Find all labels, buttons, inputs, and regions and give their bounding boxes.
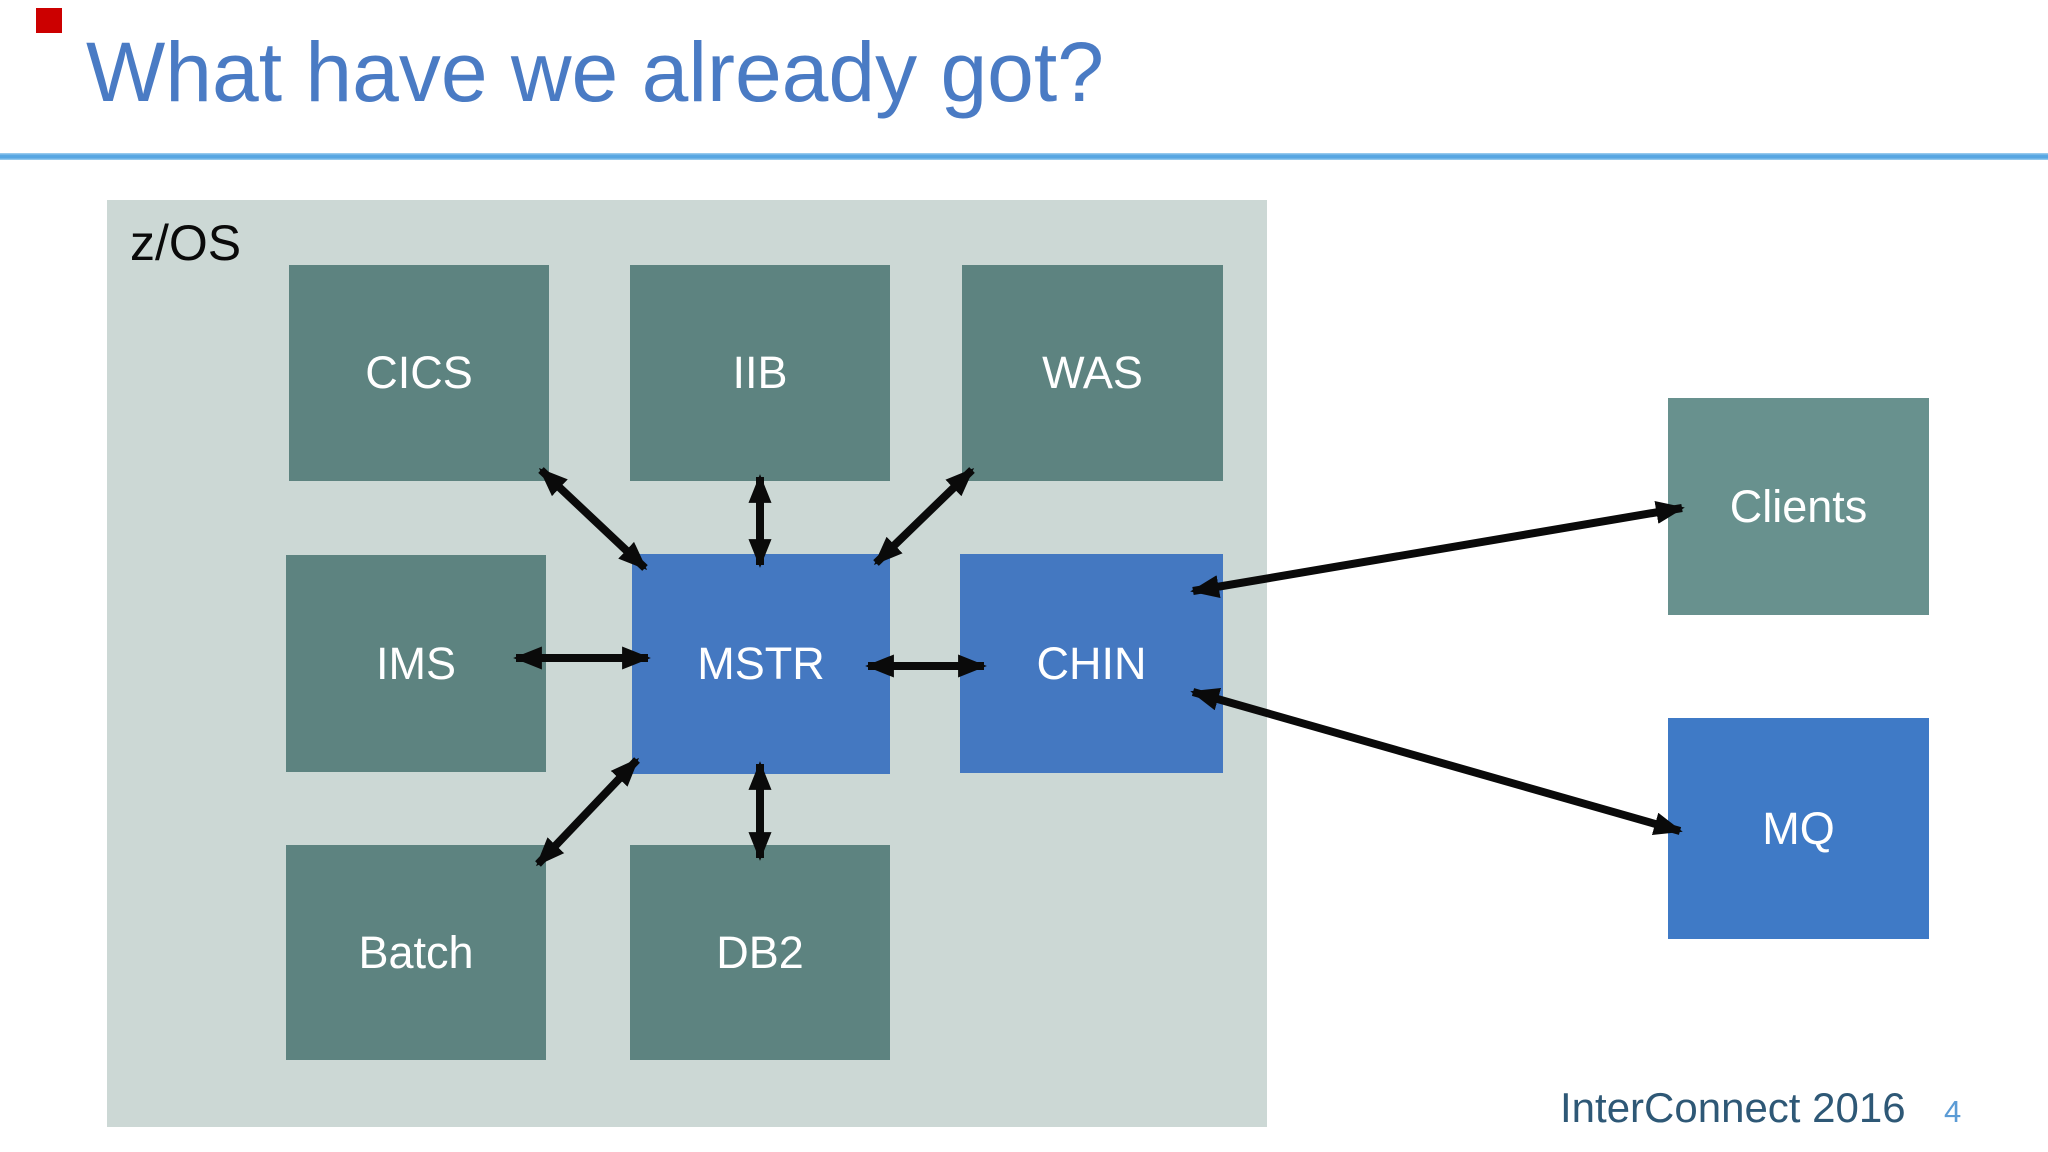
node-was: WAS bbox=[962, 265, 1223, 481]
node-clients: Clients bbox=[1668, 398, 1929, 615]
node-db2: DB2 bbox=[630, 845, 890, 1060]
node-clients-label: Clients bbox=[1729, 480, 1868, 532]
node-cics-label: CICS bbox=[365, 347, 473, 398]
footer-conference: InterConnect 2016 bbox=[1560, 1084, 1906, 1131]
node-iib-label: IIB bbox=[732, 347, 788, 398]
node-cics: CICS bbox=[289, 265, 549, 481]
title-underline bbox=[0, 153, 2048, 160]
node-chin-label: CHIN bbox=[1036, 637, 1147, 689]
node-ims: IMS bbox=[286, 555, 546, 772]
node-iib: IIB bbox=[630, 265, 890, 481]
node-chin: CHIN bbox=[960, 554, 1223, 773]
node-mq-label: MQ bbox=[1762, 802, 1835, 854]
page-number: 4 bbox=[1944, 1094, 1962, 1129]
zos-label: z/OS bbox=[130, 215, 242, 271]
node-batch: Batch bbox=[286, 845, 546, 1060]
page-title: What have we already got? bbox=[86, 25, 1104, 119]
node-mstr-label: MSTR bbox=[697, 638, 825, 689]
node-was-label: WAS bbox=[1042, 347, 1143, 398]
node-db2-label: DB2 bbox=[716, 926, 804, 978]
node-batch-label: Batch bbox=[358, 926, 474, 978]
node-mstr: MSTR bbox=[632, 554, 890, 774]
red-marker bbox=[36, 8, 62, 33]
node-mq: MQ bbox=[1668, 718, 1929, 939]
node-ims-label: IMS bbox=[375, 637, 456, 689]
